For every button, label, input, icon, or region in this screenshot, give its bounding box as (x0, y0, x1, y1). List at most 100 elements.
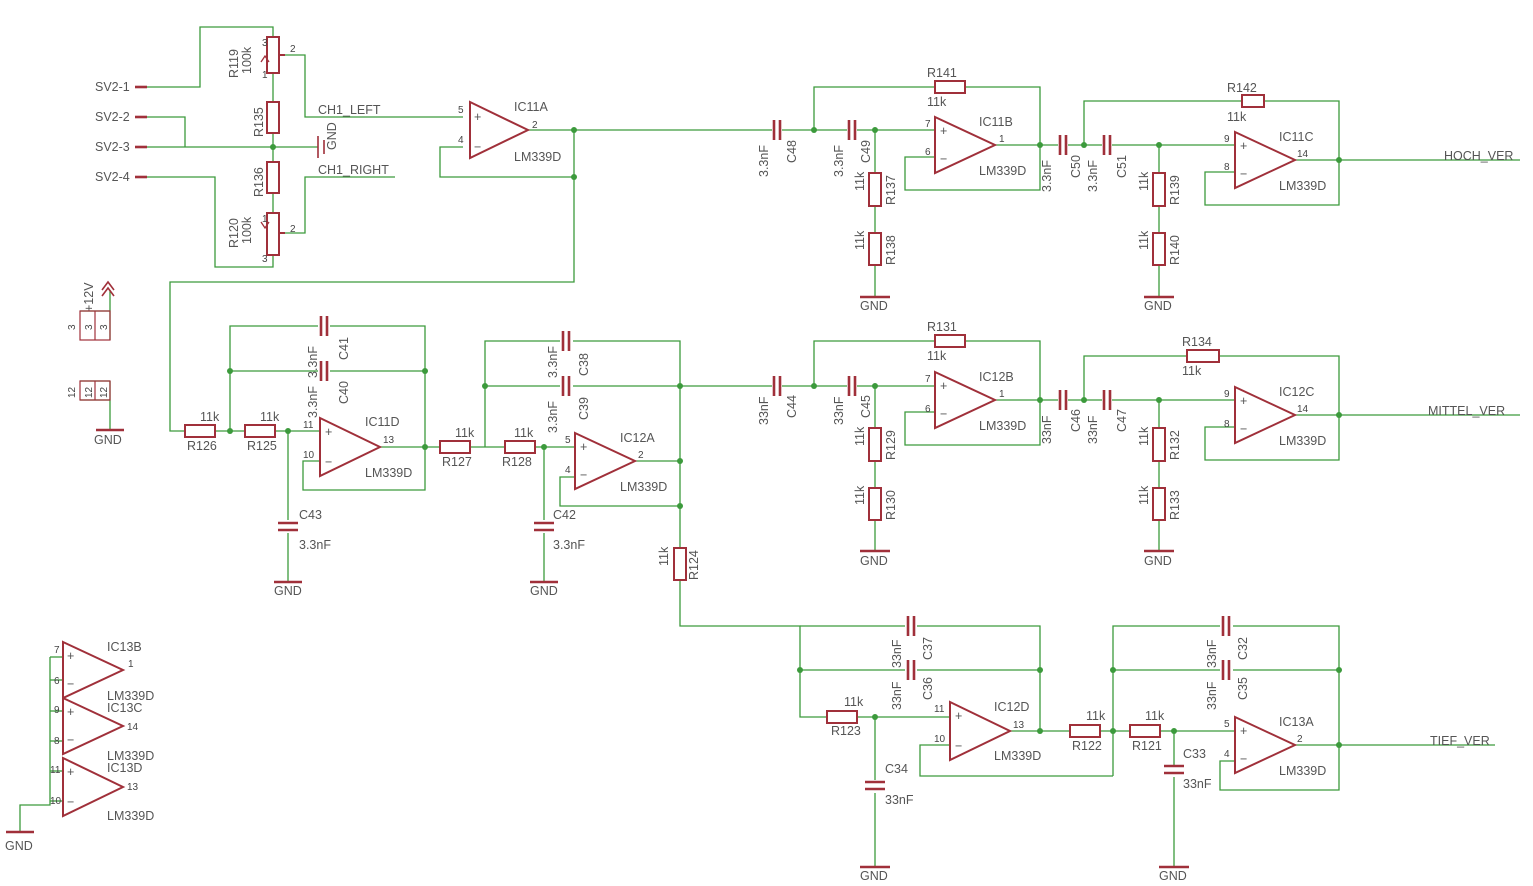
r124-label: R124 (687, 550, 701, 580)
c36-value: 33nF (890, 681, 904, 710)
r125-label: R125 (247, 439, 277, 453)
svg-text:−: − (940, 407, 947, 421)
ic13c-label: IC13C (107, 701, 142, 715)
svg-text:8: 8 (1224, 419, 1230, 430)
r129-value: 11k (853, 426, 867, 446)
c44-label: C44 (785, 395, 799, 418)
svg-text:5: 5 (565, 435, 571, 446)
ic11c-type: LM339D (1279, 179, 1326, 193)
r133-value: 11k (1137, 485, 1151, 505)
r120-value: 100k (240, 216, 254, 244)
ic11c-label: IC11C (1279, 130, 1314, 144)
c44-value: 33nF (757, 396, 771, 425)
svg-text:13: 13 (127, 782, 139, 793)
svg-text:−: − (1240, 167, 1247, 181)
c35-label: C35 (1236, 677, 1250, 700)
svg-text:1: 1 (262, 214, 268, 225)
c46-value: 33nF (1040, 415, 1054, 444)
svg-text:+: + (940, 124, 947, 138)
port-label: SV2-3 (95, 140, 130, 154)
c43-label: C43 (299, 508, 322, 522)
ic13b-type: LM339D (107, 689, 154, 703)
c45-label: C45 (859, 395, 873, 418)
ic11b-type: LM339D (979, 164, 1026, 178)
c39-label: C39 (577, 397, 591, 420)
input-network: 312 R119 100k R135 GND R136 132 R120 100… (227, 36, 389, 265)
port-label: SV2-2 (95, 110, 130, 124)
c43-value: 3.3nF (299, 538, 331, 552)
r126-value: 11k (200, 410, 220, 424)
gnd-label: GND (1159, 869, 1187, 883)
svg-text:−: − (1240, 422, 1247, 436)
ic11b-label: IC11B (979, 115, 1013, 129)
r133-label: R133 (1168, 490, 1182, 520)
c48-label: C48 (785, 140, 799, 163)
svg-text:3: 3 (262, 38, 268, 49)
ic12a-type: LM339D (620, 480, 667, 494)
svg-text:+: + (474, 110, 481, 124)
svg-text:2: 2 (290, 224, 296, 235)
r121-value: 11k (1145, 709, 1165, 723)
svg-text:+: + (1240, 394, 1247, 408)
ic13c-type: LM339D (107, 749, 154, 763)
r123-label: R123 (831, 724, 861, 738)
c38-value: 3.3nF (546, 346, 560, 378)
svg-text:3: 3 (84, 324, 95, 330)
r129-label: R129 (884, 430, 898, 460)
svg-text:12: 12 (99, 386, 110, 398)
hoch-stage-passives: 3.3nF C48 3.3nF C49 R141 11k 11k R137 11… (757, 66, 1513, 313)
r131-label: R131 (927, 320, 957, 334)
r138-value: 11k (853, 230, 867, 250)
net-ch1-right: CH1_RIGHT (318, 163, 389, 177)
tief-stage-passives: 33nF C37 33nF C36 11k R123 C34 33nF GND … (826, 616, 1490, 883)
svg-text:−: − (474, 140, 481, 154)
c32-label: C32 (1236, 637, 1250, 660)
c45-value: 33nF (832, 396, 846, 425)
svg-text:2: 2 (1297, 734, 1303, 745)
c42-label: C42 (553, 508, 576, 522)
ic13a-label: IC13A (1279, 715, 1314, 729)
svg-text:7: 7 (925, 374, 931, 385)
svg-text:9: 9 (1224, 134, 1230, 145)
r135-label: R135 (252, 107, 266, 137)
svg-text:+: + (580, 440, 587, 454)
svg-text:1: 1 (999, 134, 1005, 145)
c33-value: 33nF (1183, 777, 1212, 791)
svg-text:2: 2 (290, 44, 296, 55)
r123-value: 11k (844, 695, 864, 709)
r119-value: 100k (240, 46, 254, 74)
r140-value: 11k (1137, 230, 1151, 250)
mittel-stage-passives: 33nF C44 33nF C45 R131 11k 11k R129 11k … (757, 320, 1505, 568)
gnd-label: GND (274, 584, 302, 598)
svg-text:+: + (1240, 724, 1247, 738)
c47-value: 33nF (1086, 415, 1100, 444)
svg-text:5: 5 (1224, 719, 1230, 730)
svg-text:7: 7 (925, 119, 931, 130)
svg-text:8: 8 (54, 736, 60, 747)
c49-label: C49 (859, 140, 873, 163)
junctions (227, 127, 1342, 748)
gnd-label: GND (1144, 299, 1172, 313)
c34-value: 33nF (885, 793, 914, 807)
svg-text:11: 11 (934, 704, 945, 715)
r122-value: 11k (1086, 709, 1106, 723)
gnd-label: GND (860, 299, 888, 313)
port-label: SV2-4 (95, 170, 130, 184)
r134-label: R134 (1182, 335, 1212, 349)
r126-label: R126 (187, 439, 217, 453)
r125-value: 11k (260, 410, 280, 424)
c40-label: C40 (337, 381, 351, 404)
svg-text:9: 9 (54, 705, 60, 716)
net-tief-ver: TIEF_VER (1430, 734, 1490, 748)
r121-label: R121 (1132, 739, 1162, 753)
c48-value: 3.3nF (757, 145, 771, 177)
gnd-label: GND (860, 869, 888, 883)
svg-text:+: + (940, 379, 947, 393)
svg-text:4: 4 (458, 135, 464, 146)
r142-label: R142 (1227, 81, 1257, 95)
supply-block: +12V 3 3 3 12 12 12 GND (67, 280, 124, 447)
c49-value: 3.3nF (832, 145, 846, 177)
connector-sv2: SV2-1 SV2-2 SV2-3 SV2-4 (95, 80, 147, 184)
